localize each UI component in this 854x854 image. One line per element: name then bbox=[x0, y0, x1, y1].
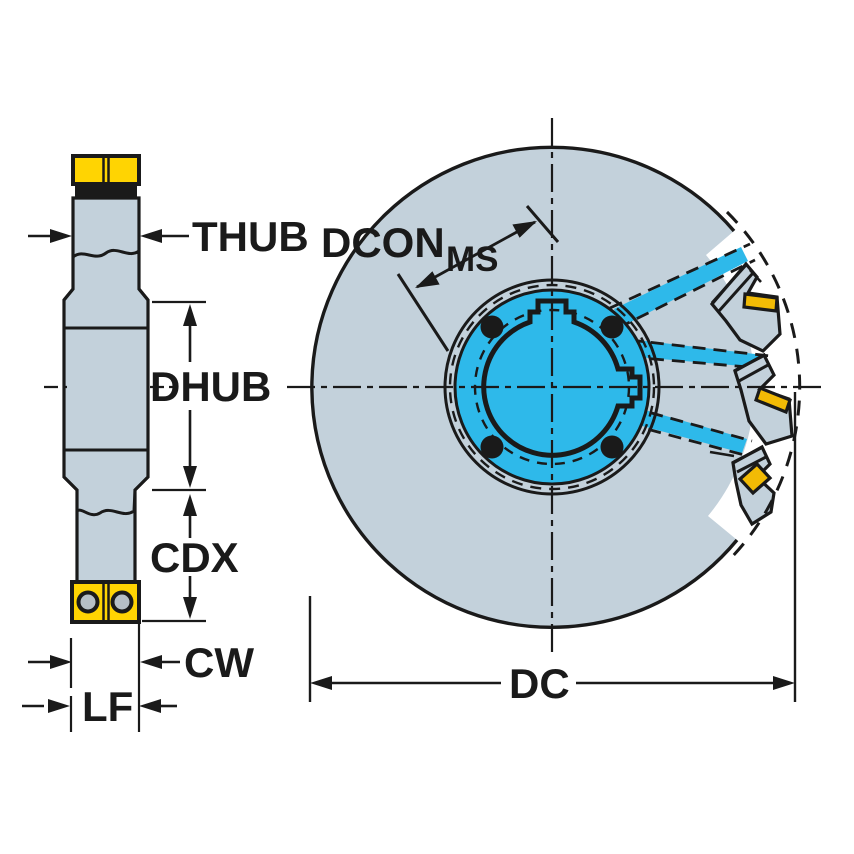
disc-outline bbox=[310, 145, 739, 629]
dc-dimension: DC bbox=[308, 392, 797, 707]
label-thub: THUB bbox=[192, 213, 309, 260]
lower-hatch-section bbox=[62, 448, 150, 517]
dcon-dimension: DCON MS bbox=[321, 205, 560, 352]
insert-screw-hole bbox=[76, 590, 100, 614]
label-dcon: DCON bbox=[321, 219, 445, 266]
center-bore bbox=[481, 298, 643, 458]
thub-dimension: THUB bbox=[28, 213, 309, 260]
tooth-insert bbox=[742, 292, 779, 313]
dhub-dimension: DHUB bbox=[150, 300, 271, 492]
cdx-dimension: CDX bbox=[142, 494, 239, 623]
upper-hatch-section bbox=[62, 248, 150, 330]
cutter-tooth bbox=[733, 352, 794, 446]
label-dc: DC bbox=[509, 660, 570, 707]
front-view: DCON MS DC bbox=[287, 118, 823, 707]
cutter-tooth bbox=[709, 261, 782, 353]
label-cdx: CDX bbox=[150, 534, 239, 581]
drive-pin bbox=[600, 315, 624, 339]
label-dhub: DHUB bbox=[150, 363, 271, 410]
coolant-channel bbox=[609, 242, 756, 330]
lf-dimension: LF bbox=[22, 683, 177, 730]
cw-dimension: CW bbox=[28, 639, 254, 686]
coolant-channel bbox=[629, 338, 773, 371]
tooth-insert bbox=[737, 461, 773, 496]
label-lf: LF bbox=[82, 683, 133, 730]
label-cw: CW bbox=[184, 639, 254, 686]
drive-pin bbox=[480, 435, 504, 459]
label-dcon-subscript: MS bbox=[446, 240, 499, 279]
drive-pin bbox=[480, 315, 504, 339]
top-insert bbox=[71, 154, 141, 186]
drive-pin bbox=[600, 435, 624, 459]
insert-screw-hole bbox=[110, 590, 134, 614]
top-insert-seat bbox=[75, 184, 137, 198]
side-view: THUB DHUB CDX CW bbox=[22, 154, 309, 732]
tooth-insert bbox=[754, 385, 792, 415]
